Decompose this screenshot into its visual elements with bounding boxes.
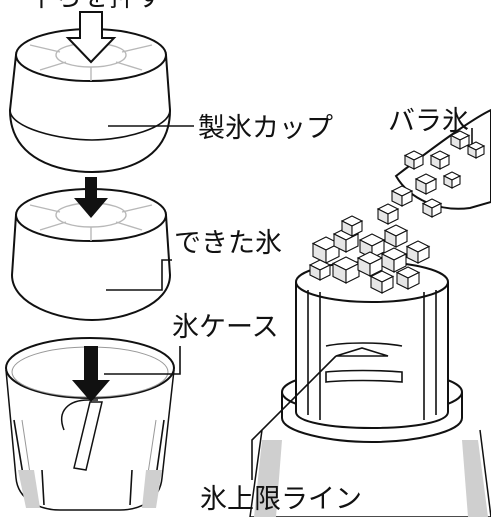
ice-cube-icon bbox=[380, 247, 408, 273]
label-made-ice: できた氷 bbox=[174, 228, 282, 259]
ice-cube-icon bbox=[331, 256, 361, 284]
ice-cube-icon bbox=[403, 150, 425, 170]
ice-cube-icon bbox=[308, 259, 332, 281]
label-max-line: 氷上限ライン bbox=[200, 484, 362, 515]
ice-cube-icon bbox=[340, 215, 364, 237]
down-arrow-solid-icon bbox=[74, 177, 108, 218]
ice-container bbox=[249, 261, 491, 517]
ice-cube-icon bbox=[421, 198, 443, 218]
leader-ice-case bbox=[104, 346, 181, 375]
label-ice-case: 氷ケース bbox=[172, 312, 279, 343]
leader-made-ice bbox=[106, 259, 172, 291]
ice-cube-icon bbox=[395, 266, 421, 290]
ice-cube-icon bbox=[356, 251, 384, 277]
ice-cube-icon bbox=[376, 203, 400, 225]
label-ice-cup: 製氷カップ bbox=[198, 113, 333, 144]
ice-cube-icon bbox=[442, 171, 462, 189]
ice-cube-icon bbox=[449, 130, 471, 150]
leader-max-line bbox=[251, 355, 337, 480]
ice-cube-icon bbox=[466, 141, 486, 159]
ice-cube-icon bbox=[405, 240, 431, 264]
ice-cubes bbox=[308, 130, 486, 294]
label-bara-ice: バラ氷 bbox=[388, 106, 469, 137]
label-press-top: 平らを押す bbox=[28, 0, 163, 13]
down-arrow-outline-icon bbox=[65, 11, 117, 64]
ice-cube-icon bbox=[414, 173, 438, 195]
ice-cube-icon bbox=[429, 150, 451, 170]
ice-cube-icon bbox=[369, 270, 395, 294]
down-arrow-solid-icon-2 bbox=[72, 346, 110, 402]
ice-cube-icon bbox=[390, 185, 414, 207]
ice-cube-icon bbox=[383, 224, 409, 248]
